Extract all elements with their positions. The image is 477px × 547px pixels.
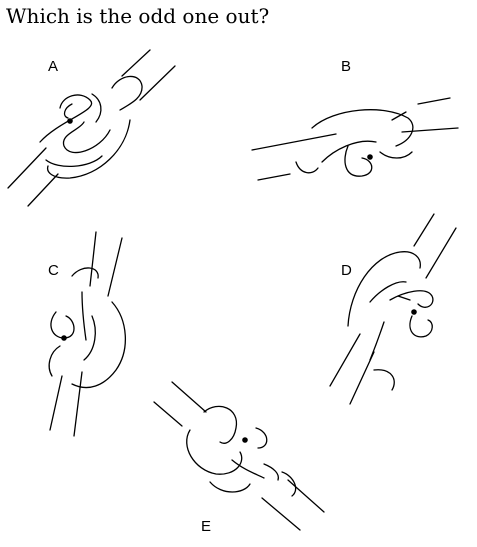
option-label-b: B — [341, 58, 352, 75]
knot-a[interactable] — [7, 49, 176, 207]
knot-c[interactable] — [48, 231, 127, 437]
option-label-e: E — [201, 518, 212, 535]
knot-b[interactable] — [251, 97, 459, 181]
option-label-c: C — [48, 262, 59, 279]
knot-e[interactable] — [153, 381, 325, 531]
option-label-a: A — [48, 58, 59, 75]
question-text: Which is the odd one out? — [6, 4, 270, 28]
option-label-d: D — [341, 262, 352, 279]
knot-d[interactable] — [329, 213, 457, 405]
